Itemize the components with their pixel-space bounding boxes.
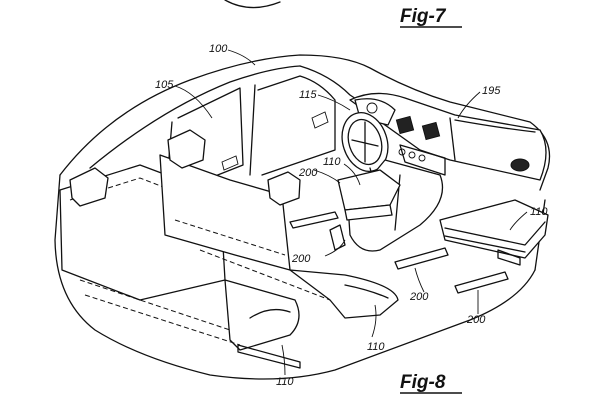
fig7-arc (224, 0, 281, 9)
rail-floor-right (454, 271, 509, 294)
ref-rail-front: 200 (298, 167, 318, 179)
reference-numerals: 100 105 115 195 110 200 110 200 200 200 … (155, 43, 548, 388)
vent-icon (510, 158, 530, 172)
driver-seat (329, 169, 401, 251)
ref-rail-floor-right: 200 (466, 314, 486, 326)
ref-dashboard: 195 (482, 85, 501, 97)
headrest-icon (69, 167, 109, 207)
ref-steering-wheel: 115 (299, 89, 317, 101)
ref-seat-passenger-floor: 110 (530, 206, 548, 218)
figure-label-top: Fig-7 (400, 6, 447, 27)
vent-icon (421, 121, 441, 141)
figure-label-bottom: Fig-8 (400, 372, 446, 393)
ref-rail-floor-left: 200 (409, 291, 429, 303)
headrest-icon (167, 129, 206, 169)
ref-seat-front-console: 110 (323, 156, 341, 168)
ref-rail-middle: 200 (291, 253, 311, 265)
front-passenger-seat (159, 129, 399, 319)
ref-door-panel: 105 (155, 79, 174, 91)
seat-rails (237, 211, 509, 369)
rail-front (289, 211, 339, 229)
floor-seat-module (439, 199, 549, 266)
rail-floor-left (394, 247, 449, 270)
vent-icon (395, 115, 415, 135)
leader-lines (174, 49, 528, 376)
figure-labels: Fig-7 Fig-8 (400, 6, 462, 394)
ref-seat-rear: 110 (276, 376, 294, 388)
ref-vehicle: 100 (209, 43, 228, 55)
headrest-icon (267, 171, 301, 206)
steering-wheel (341, 112, 389, 186)
ref-seat-front-lower: 110 (367, 341, 385, 353)
vehicle-body-outline (54, 54, 551, 380)
